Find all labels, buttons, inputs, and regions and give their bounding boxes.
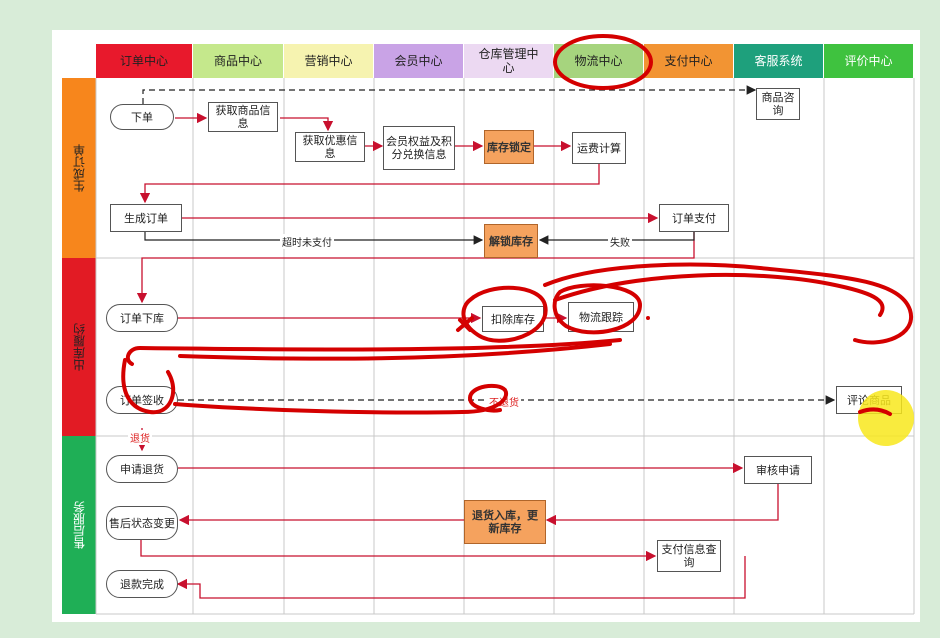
- node-apply-return: 申请退货: [106, 455, 178, 483]
- node-get-product: 获取商品信息: [208, 102, 278, 132]
- node-place-order: 下单: [110, 104, 174, 130]
- node-unlock-stock: 解锁库存: [484, 224, 538, 258]
- col-service: 客服系统: [734, 44, 824, 78]
- node-create-order: 生成订单: [110, 204, 182, 232]
- edge-label-return-goods: 退货: [128, 430, 152, 445]
- node-deduct-stock: 扣除库存: [482, 306, 544, 332]
- node-lock-stock: 库存锁定: [484, 130, 534, 164]
- node-member-rights: 会员权益及积分兑换信息: [383, 126, 455, 170]
- col-marketing: 营销中心: [284, 44, 374, 78]
- col-payment: 支付中心: [644, 44, 734, 78]
- col-member: 会员中心: [374, 44, 464, 78]
- col-order: 订单中心: [96, 44, 193, 78]
- node-order-outbound: 订单下库: [106, 304, 178, 332]
- node-refund-done: 退款完成: [106, 570, 178, 598]
- node-return-stock: 退货入库，更新库存: [464, 500, 546, 544]
- node-order-pay: 订单支付: [659, 204, 729, 232]
- node-product-consult: 商品咨询: [756, 88, 800, 120]
- col-logistics: 物流中心: [554, 44, 644, 78]
- node-freight: 运费计算: [572, 132, 626, 164]
- node-audit-apply: 审核申请: [744, 456, 812, 484]
- node-get-promo: 获取优惠信息: [295, 132, 365, 162]
- edge-label-timeout: 超时未支付: [280, 234, 334, 249]
- col-product: 商品中心: [193, 44, 284, 78]
- node-pay-query: 支付信息查询: [657, 540, 721, 572]
- edge-label-fail: 失败: [608, 234, 632, 249]
- col-review: 评价中心: [824, 44, 914, 78]
- col-warehouse: 仓库管理中心: [464, 44, 554, 78]
- node-after-status: 售后状态变更: [106, 506, 178, 540]
